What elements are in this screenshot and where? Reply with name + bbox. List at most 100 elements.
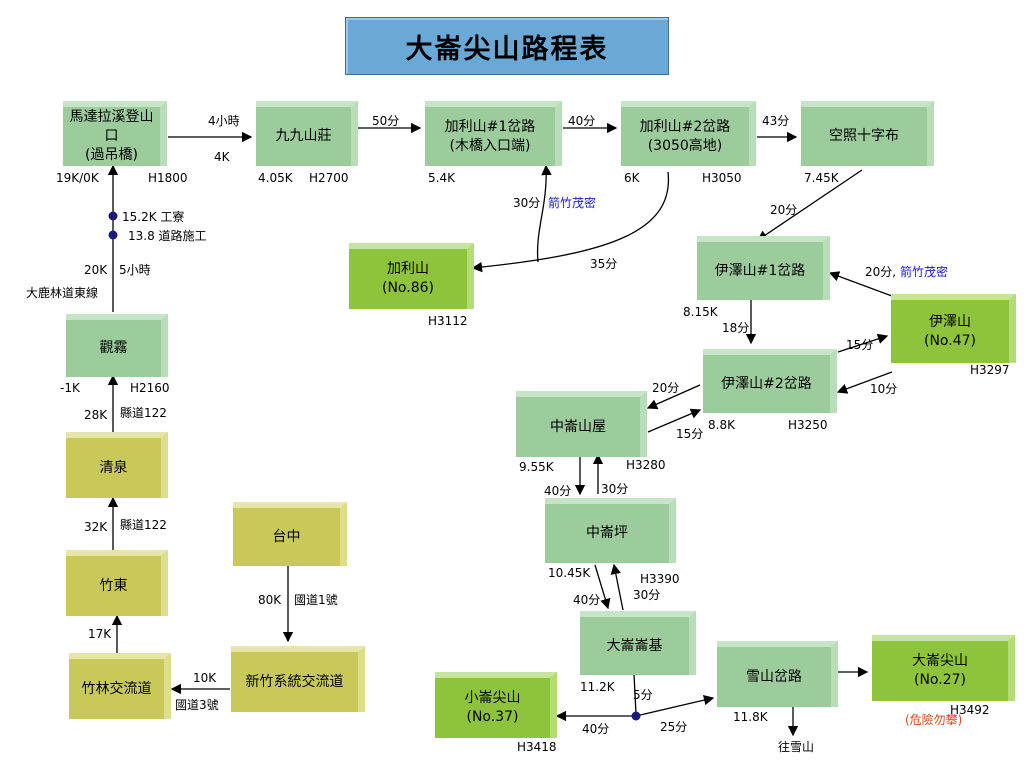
node-xueshan: 雪山岔路 [717, 641, 838, 707]
node-yizeer-line1: 伊澤山#2岔路 [721, 375, 812, 392]
edge-yizeer-zhonglunwu-time: 20分 [652, 381, 680, 395]
edge-junction-xueshan [635, 695, 715, 717]
junction-dot [631, 711, 641, 721]
node-yizeyi-line1: 伊澤山#1岔路 [714, 262, 806, 279]
forest-road-label: 大鹿林道東線 [26, 286, 99, 300]
edge-zlp-zlw-time: 30分 [601, 482, 629, 496]
edge-dlj-junction [633, 673, 637, 715]
node-zhonglunwu-line1: 中崙山屋 [550, 418, 606, 435]
jialier-distance: 6K [624, 171, 640, 185]
node-qingquan: 清泉 [66, 432, 168, 498]
edge-jialiyi-jialier-time: 40分 [568, 114, 596, 128]
node-dalunjian-line1: 大崙尖山 [912, 653, 968, 669]
node-madala: 馬達拉溪登山口 (過吊橋) [63, 101, 167, 166]
edge-yizeshan-yizeyi-time: 20分, [865, 265, 897, 279]
node-dalunjian-line2: (No.27) [914, 672, 966, 688]
node-zhonglunping: 中崙坪 [545, 498, 676, 563]
node-guanwu-line1: 觀霧 [99, 340, 128, 356]
edge-kongzhao-yizeyi-time: 20分 [770, 203, 798, 217]
node-yizeer: 伊澤山#2岔路 [703, 349, 837, 413]
bamboo-note-2: 箭竹茂密 [900, 265, 949, 279]
jiujiu-distance: 4.05K [258, 171, 293, 185]
to-xueshan: 往雪山 [778, 740, 815, 754]
node-zhulin-line1: 竹林交流道 [81, 680, 152, 697]
node-yizeshan-line2: (No.47) [924, 332, 976, 349]
edge-up-jialiyi [536, 164, 552, 263]
edge-zhonglunwu-yizeer [647, 408, 702, 433]
edge-guanwu-madala-time: 5小時 [119, 263, 151, 277]
node-xinzhu: 新竹系統交流道 [231, 646, 365, 712]
node-zhonglunping-line1: 中崙坪 [586, 525, 628, 541]
jiujiu-height: H2700 [309, 171, 349, 185]
yizeshan-height: H3297 [970, 363, 1010, 377]
edge-jiujiu-jialiyi-time: 50分 [372, 114, 400, 128]
dalunji-distance: 11.2K [580, 680, 615, 694]
node-zhudong-line1: 竹東 [99, 577, 128, 594]
jialiyi-distance: 5.4K [428, 171, 455, 185]
node-zhudong: 竹東 [66, 550, 168, 616]
node-xueshan-line1: 雪山岔路 [746, 668, 802, 685]
madala-distance: 19K/0K [56, 171, 99, 185]
node-jialishan-line1: 加利山 [387, 261, 429, 277]
node-qingquan-line1: 清泉 [99, 459, 128, 476]
node-jialiyi: 加利山#1岔路 (木橋入口端) [425, 101, 562, 166]
edge-madala-jiujiu-distance: 4K [214, 150, 230, 164]
node-xiaolunjian-line2: (No.37) [466, 709, 519, 725]
edge-zl-zd-distance: 17K [88, 627, 112, 641]
node-taizhong: 台中 [233, 502, 347, 566]
edge-guanwu-madala-distance: 20K [84, 263, 108, 277]
node-zhulin: 竹林交流道 [69, 653, 171, 719]
node-madala-line2: (過吊橋) [85, 147, 138, 163]
node-yizeshan-line1: 伊澤山 [929, 313, 971, 330]
node-kongzhao-line1: 空照十字布 [829, 128, 899, 144]
node-xiaolunjian: 小崙尖山 (No.37) [435, 672, 557, 738]
node-madala-line1: 馬達拉溪登山口 [69, 109, 154, 144]
title-box: 大崙尖山路程表 [345, 17, 669, 75]
edge-junction-xlj-time: 40分 [582, 722, 610, 736]
edge-dlj-zlp [610, 563, 624, 611]
edge-jialier-kongzhao-time: 43分 [762, 114, 790, 128]
node-jiujiu: 九九山莊 [256, 101, 358, 166]
node-zhonglunwu: 中崙山屋 [516, 391, 647, 457]
edge-tz-xz-road: 國道1號 [294, 593, 338, 607]
xueshan-distance: 11.8K [733, 710, 768, 724]
node-dalunji: 大崙崙基 [580, 611, 696, 675]
edge-yizeer-yizeshan-time: 15分 [846, 338, 874, 352]
edge-qq-gw-distance: 28K [84, 408, 108, 422]
node-jialishan-line2: (No.86) [382, 280, 434, 296]
node-dalunjian: 大崙尖山 (No.27) [872, 635, 1015, 701]
node-jialishan: 加利山 (No.86) [349, 243, 474, 309]
edge-yizeshan-yizeyi [828, 271, 893, 297]
edge-zlw-zlp-time: 40分 [544, 484, 572, 498]
dalunjian-height: H3492 [950, 703, 990, 717]
edge-dlj-zlp-time: 30分 [633, 588, 661, 602]
zhonglunping-distance: 10.45K [548, 566, 591, 580]
camp-note: 15.2K 工寮 [122, 210, 185, 224]
edge-yizeer-zhonglunwu [646, 384, 701, 410]
page-title: 大崙尖山路程表 [405, 33, 609, 65]
kongzhao-distance: 7.45K [804, 171, 839, 185]
camp-dot [108, 211, 118, 221]
zhonglunwu-distance: 9.55K [519, 460, 554, 474]
edge-tz-xz-distance: 80K [258, 593, 282, 607]
node-jialier-line2: (3050高地) [647, 137, 723, 154]
zhonglunping-height: H3390 [640, 572, 680, 586]
yizeer-distance: 8.8K [708, 418, 735, 432]
edge-zd-qq-distance: 32K [84, 520, 108, 534]
node-jiujiu-line1: 九九山莊 [275, 128, 332, 144]
node-xinzhu-line1: 新竹系統交流道 [245, 673, 344, 690]
node-guanwu: 觀霧 [66, 314, 168, 377]
node-jialier: 加利山#2岔路 (3050高地) [621, 101, 756, 166]
node-yizeshan: 伊澤山 (No.47) [891, 294, 1016, 363]
edge-yizeshan-yizeer-time: 10分 [870, 382, 898, 396]
node-kongzhao: 空照十字布 [801, 101, 934, 166]
edge-jialier-jialishan [471, 171, 670, 273]
yizeer-height: H3250 [788, 418, 828, 432]
node-jialier-line1: 加利山#2岔路 [639, 118, 731, 135]
edge-zhonglunwu-yizeer-time: 15分 [676, 427, 704, 441]
guanwu-height: H2160 [130, 381, 170, 395]
guanwu-distance: -1K [60, 381, 80, 395]
node-xiaolunjian-line1: 小崙尖山 [464, 690, 521, 706]
edge-xz-zl-distance: 10K [193, 671, 217, 685]
